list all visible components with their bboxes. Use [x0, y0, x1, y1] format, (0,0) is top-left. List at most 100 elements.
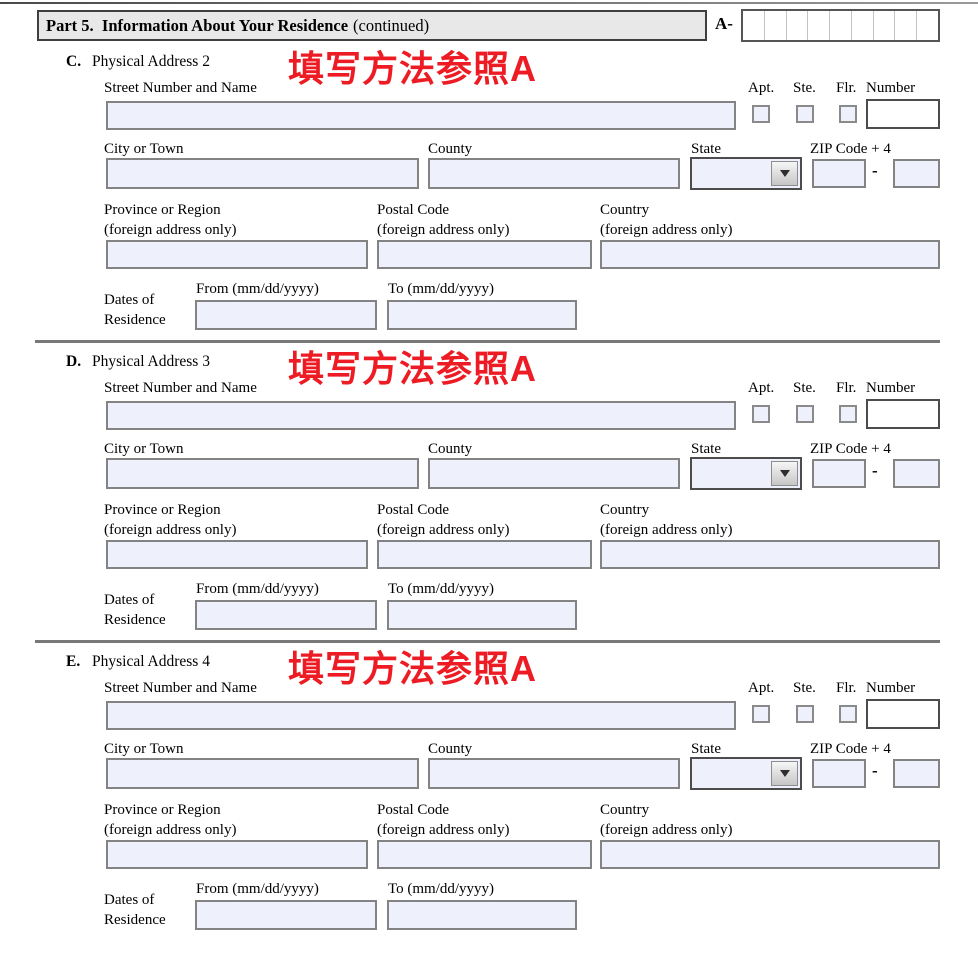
date-to-label: To (mm/dd/yyyy) [388, 581, 495, 597]
province-input[interactable] [106, 240, 368, 269]
a-number-cell[interactable] [895, 11, 918, 40]
city-input[interactable] [106, 158, 419, 189]
county-input[interactable] [428, 458, 680, 489]
ste-checkbox[interactable] [796, 405, 814, 423]
city-input[interactable] [106, 758, 419, 789]
a-number-prefix: A- [715, 14, 733, 33]
date-from-input[interactable] [195, 600, 377, 630]
section-letter: C. [66, 53, 82, 70]
province-label: Province or Region(foreign address only) [104, 202, 237, 238]
date-from-input[interactable] [195, 900, 377, 930]
country-input[interactable] [600, 240, 940, 269]
section-title: Physical Address 3 [92, 353, 210, 370]
number-label: Number [866, 380, 916, 396]
street-input[interactable] [106, 701, 736, 730]
ste-label: Ste. [793, 380, 816, 396]
city-input[interactable] [106, 458, 419, 489]
state-select[interactable] [690, 157, 802, 190]
annotation-text: 填写方法参照A [288, 348, 537, 389]
flr-label: Flr. [836, 80, 857, 96]
ste-checkbox[interactable] [796, 105, 814, 123]
country-label: Country(foreign address only) [600, 802, 733, 838]
zip-dash: - [872, 761, 878, 780]
zip-plus4-input[interactable] [893, 159, 940, 188]
country-label: Country(foreign address only) [600, 502, 733, 538]
date-to-input[interactable] [387, 300, 577, 330]
section-divider [35, 640, 940, 643]
apt-checkbox[interactable] [752, 405, 770, 423]
a-number-cell[interactable] [808, 11, 831, 40]
date-from-label: From (mm/dd/yyyy) [196, 281, 319, 297]
street-input[interactable] [106, 101, 736, 130]
zip-plus4-input[interactable] [893, 459, 940, 488]
dropdown-button[interactable] [771, 761, 798, 786]
county-label: County [428, 441, 473, 457]
zip-plus4-input[interactable] [893, 759, 940, 788]
postal-input[interactable] [377, 540, 592, 569]
apt-checkbox[interactable] [752, 105, 770, 123]
postal-input[interactable] [377, 240, 592, 269]
apt-checkbox[interactable] [752, 705, 770, 723]
a-number-cell[interactable] [917, 11, 938, 40]
unit-number-input[interactable] [866, 399, 940, 429]
province-input[interactable] [106, 840, 368, 869]
section-title: Physical Address 2 [92, 53, 210, 70]
zip-dash: - [872, 161, 878, 180]
state-select[interactable] [690, 757, 802, 790]
state-select[interactable] [690, 457, 802, 490]
date-from-label: From (mm/dd/yyyy) [196, 581, 319, 597]
section-title: Physical Address 4 [92, 653, 210, 670]
date-from-input[interactable] [195, 300, 377, 330]
address-section: C. Physical Address 2 填写方法参照A Street Num… [0, 49, 978, 353]
zip-label: ZIP Code + 4 [810, 441, 891, 457]
zip-input[interactable] [812, 159, 866, 188]
unit-number-input[interactable] [866, 699, 940, 729]
flr-checkbox[interactable] [839, 405, 857, 423]
address-section: D. Physical Address 3 填写方法参照A Street Num… [0, 349, 978, 653]
postal-label: Postal Code(foreign address only) [377, 502, 510, 538]
zip-input[interactable] [812, 459, 866, 488]
postal-label: Postal Code(foreign address only) [377, 202, 510, 238]
a-number-cell[interactable] [874, 11, 896, 40]
postal-label: Postal Code(foreign address only) [377, 802, 510, 838]
zip-input[interactable] [812, 759, 866, 788]
part-title: Part 5. Information About Your Residence [46, 15, 349, 35]
postal-input[interactable] [377, 840, 592, 869]
ste-label: Ste. [793, 680, 816, 696]
chevron-down-icon [779, 470, 790, 477]
street-label: Street Number and Name [104, 680, 257, 696]
zip-dash: - [872, 461, 878, 480]
number-label: Number [866, 680, 916, 696]
a-number-cell[interactable] [787, 11, 809, 40]
street-label: Street Number and Name [104, 380, 257, 396]
a-number-cell[interactable] [765, 11, 787, 40]
state-label: State [691, 141, 721, 157]
country-input[interactable] [600, 840, 940, 869]
address-section: E. Physical Address 4 填写方法参照A Street Num… [0, 649, 978, 953]
date-to-input[interactable] [387, 900, 577, 930]
dropdown-button[interactable] [771, 461, 798, 486]
state-label: State [691, 741, 721, 757]
county-input[interactable] [428, 758, 680, 789]
flr-checkbox[interactable] [839, 105, 857, 123]
country-input[interactable] [600, 540, 940, 569]
a-number-cell[interactable] [852, 11, 874, 40]
province-input[interactable] [106, 540, 368, 569]
flr-checkbox[interactable] [839, 705, 857, 723]
apt-label: Apt. [748, 680, 775, 696]
street-label: Street Number and Name [104, 80, 257, 96]
zip-label: ZIP Code + 4 [810, 741, 891, 757]
dropdown-button[interactable] [771, 161, 798, 186]
apt-label: Apt. [748, 80, 775, 96]
city-label: City or Town [104, 741, 184, 757]
street-input[interactable] [106, 401, 736, 430]
a-number-field[interactable] [741, 9, 940, 42]
a-number-cell[interactable] [830, 11, 852, 40]
a-number-cell[interactable] [743, 11, 765, 40]
part-header: Part 5. Information About Your Residence… [37, 10, 707, 41]
county-input[interactable] [428, 158, 680, 189]
ste-checkbox[interactable] [796, 705, 814, 723]
unit-number-input[interactable] [866, 99, 940, 129]
date-to-input[interactable] [387, 600, 577, 630]
